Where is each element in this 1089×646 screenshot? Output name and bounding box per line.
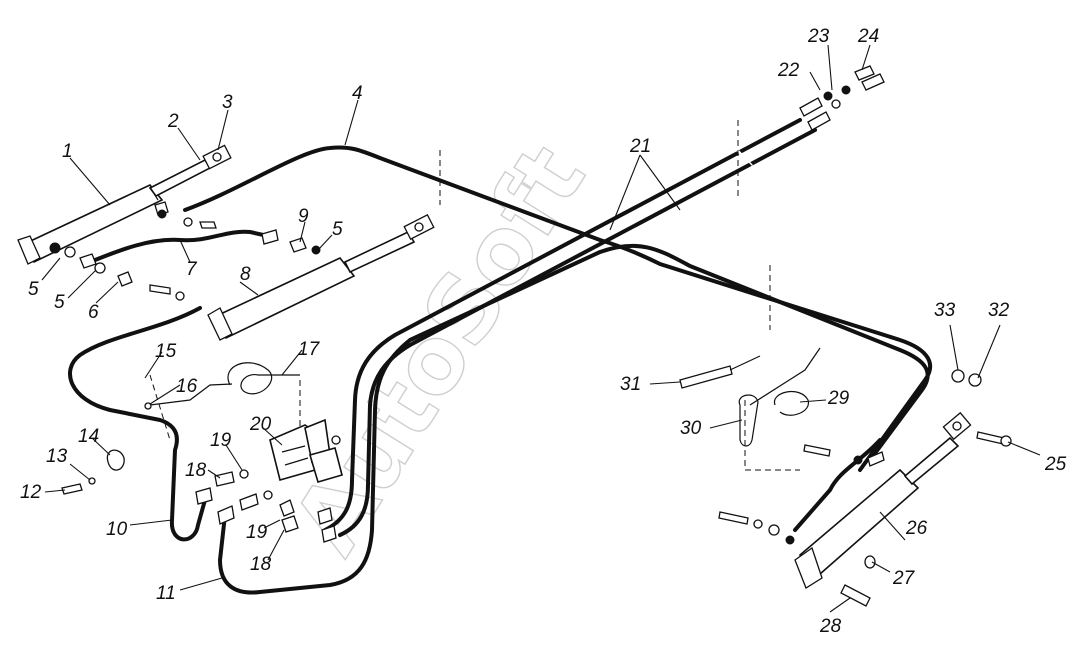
hose-11-lower-loop	[218, 243, 930, 595]
callout-labels: 1 2 3 4 5 5 5 6 7 8 9 10 11 12 13 14 15 …	[20, 26, 1067, 637]
callout-27: 27	[892, 568, 916, 589]
callout-5a: 5	[28, 279, 39, 300]
callout-3: 3	[222, 92, 233, 113]
callout-5c: 5	[332, 219, 343, 240]
callout-9: 9	[298, 206, 309, 227]
callout-32: 32	[988, 300, 1010, 321]
callout-12: 12	[20, 482, 42, 503]
callout-4: 4	[352, 83, 363, 104]
watermark: AutoSoft	[273, 127, 606, 572]
callout-23: 23	[807, 26, 830, 47]
hose-10-left-loop	[68, 306, 207, 542]
callout-29: 29	[827, 388, 850, 409]
callout-30: 30	[680, 418, 702, 439]
callout-19a: 19	[210, 430, 232, 451]
callout-8: 8	[240, 264, 251, 285]
callout-31: 31	[620, 374, 641, 395]
callout-28: 28	[819, 616, 842, 637]
leader-lines	[41, 44, 1041, 613]
callout-5b: 5	[54, 292, 65, 313]
cylinder-26	[794, 411, 972, 589]
callout-7: 7	[186, 259, 198, 280]
callout-16: 16	[176, 376, 198, 397]
hose-4-main-line	[183, 145, 933, 472]
callout-22: 22	[777, 60, 800, 81]
callout-33: 33	[934, 300, 956, 321]
callout-11: 11	[156, 583, 176, 604]
hose-lower-right	[793, 438, 882, 532]
callout-2: 2	[167, 111, 179, 132]
callout-14: 14	[78, 426, 99, 447]
callout-1: 1	[62, 141, 73, 162]
cylinder-8	[207, 213, 435, 341]
valve-20	[269, 418, 343, 483]
callout-24: 24	[857, 26, 879, 47]
callout-15: 15	[155, 341, 177, 362]
callout-21: 21	[629, 136, 651, 157]
callout-13: 13	[46, 446, 68, 467]
callout-6: 6	[88, 302, 99, 323]
callout-20: 20	[249, 414, 272, 435]
callout-18b: 18	[250, 554, 272, 575]
callout-18a: 18	[185, 460, 207, 481]
cylinder-1	[17, 144, 232, 265]
hose-7-upper-link	[88, 229, 270, 264]
fittings	[49, 65, 1012, 607]
callout-10: 10	[106, 519, 128, 540]
callout-26: 26	[905, 518, 928, 539]
callout-17: 17	[298, 339, 321, 360]
spring-17	[149, 362, 300, 406]
callout-25: 25	[1044, 454, 1067, 475]
callout-19b: 19	[246, 522, 268, 543]
